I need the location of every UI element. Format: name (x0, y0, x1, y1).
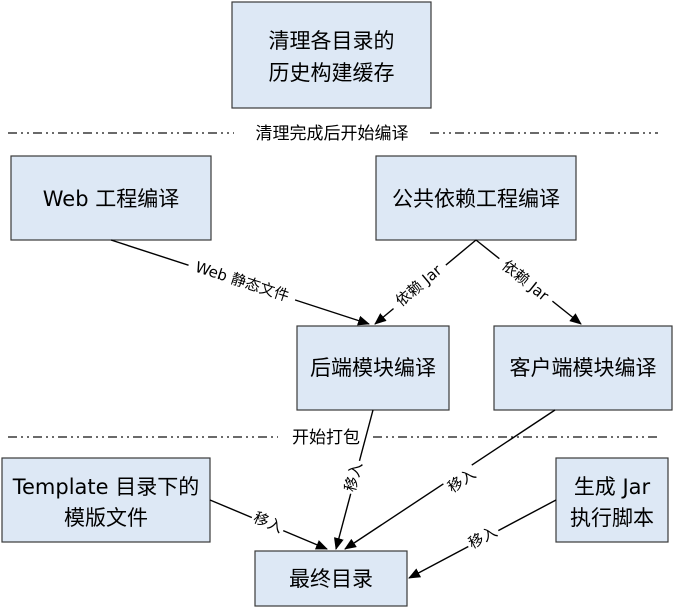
edge-label-move-backend-text: 移入 (341, 460, 366, 494)
edge-label-dep-jar-backend-text: 依赖 Jar (392, 261, 446, 310)
clean-cache-line1: 清理各目录的 (269, 29, 395, 53)
template-files-line1: Template 目录下的 (12, 475, 200, 499)
final-dir-label: 最终目录 (289, 567, 373, 591)
edge-label-dep-jar-client-text: 依赖 Jar (498, 256, 552, 305)
edge-label-dep-jar-client: 依赖 Jar (492, 251, 558, 311)
common-deps-label: 公共依赖工程编译 (392, 187, 560, 211)
template-files-line2: 模版文件 (64, 506, 148, 530)
template-files-box: Template 目录下的 模版文件 (1, 457, 211, 543)
edge-label-move-template: 移入 (248, 507, 288, 539)
separator-compile-label: 清理完成后开始编译 (256, 124, 409, 144)
web-compile-box: Web 工程编译 (10, 155, 212, 241)
edge-label-move-backend: 移入 (339, 457, 369, 497)
backend-compile-box: 后端模块编译 (296, 325, 450, 411)
common-deps-box: 公共依赖工程编译 (375, 155, 577, 241)
separator-packaging-label: 开始打包 (292, 428, 360, 448)
final-dir-box: 最终目录 (254, 550, 408, 607)
client-compile-box: 客户端模块编译 (493, 325, 673, 411)
clean-cache-line2: 历史构建缓存 (269, 61, 395, 85)
jar-script-line2: 执行脚本 (570, 506, 654, 530)
edge-label-web-static-text: Web 静态文件 (193, 258, 291, 305)
separator-compile: 清理完成后开始编译 (8, 124, 658, 144)
jar-script-box: 生成 Jar 执行脚本 (555, 457, 669, 543)
edge-label-dep-jar-backend: 依赖 Jar (386, 256, 452, 316)
edge-label-move-script: 移入 (463, 521, 503, 555)
edge-label-move-client: 移入 (442, 463, 482, 499)
edge-label-web-static: Web 静态文件 (185, 255, 299, 309)
client-compile-label: 客户端模块编译 (510, 356, 657, 380)
clean-cache-box: 清理各目录的 历史构建缓存 (231, 1, 432, 109)
web-compile-label: Web 工程编译 (43, 187, 179, 211)
jar-script-line1: 生成 Jar (574, 475, 651, 499)
backend-compile-label: 后端模块编译 (310, 356, 436, 380)
separator-packaging: 开始打包 (8, 428, 658, 448)
